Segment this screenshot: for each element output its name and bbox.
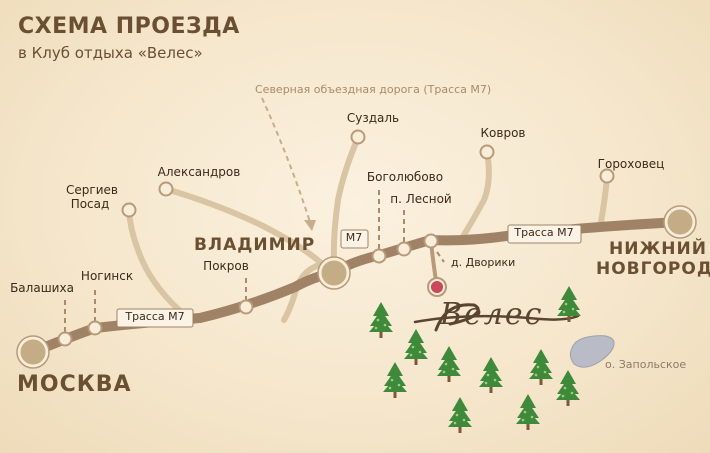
- tree-icon: [516, 394, 540, 430]
- marker-vladimir-ring: [317, 256, 351, 290]
- page-title: СХЕМА ПРОЕЗДА: [18, 14, 240, 39]
- road-kovrov: [459, 149, 492, 241]
- marker-pokrov: [238, 299, 254, 315]
- northern-bypass-arrow: [261, 97, 311, 223]
- town-label-lesnoy: п. Лесной: [390, 192, 452, 206]
- town-label-pokrov: Покров: [203, 259, 249, 273]
- town-label-gorokhovets: Гороховец: [597, 157, 665, 171]
- marker-balashikha: [57, 331, 73, 347]
- marker-suzdal: [350, 129, 366, 145]
- connector-dvoriki: [436, 251, 445, 263]
- lake-zapolskoe: [569, 335, 615, 368]
- tree-icon: [383, 362, 407, 398]
- marker-nizhny-novgorod: [664, 206, 696, 238]
- town-label-dvoriki: д. Дворики: [451, 256, 516, 269]
- marker-moscow-ring: [16, 335, 50, 369]
- tree-icon: [556, 370, 580, 406]
- lake-label: о. Запольское: [605, 358, 687, 371]
- label-connectors: [64, 190, 445, 336]
- marker-moscow: [17, 336, 49, 368]
- road-label-m7-east: Трасса М7: [514, 226, 574, 239]
- road-sergiev-posad: [126, 207, 191, 321]
- veles-logo-text: Велес: [440, 297, 544, 332]
- city-label-vladimir: ВЛАДИМИР: [194, 235, 316, 255]
- marker-aleksandrov: [158, 181, 174, 197]
- destination-marker[interactable]: [431, 281, 443, 293]
- town-label-suzdal: Суздаль: [346, 111, 400, 125]
- city-label-nizhny-2: НОВГОРОД: [596, 259, 710, 279]
- marker-bogolyubovo: [371, 248, 387, 264]
- city-label-nizhny-1: НИЖНИЙ: [609, 239, 707, 259]
- town-label-aleksandrov: Александров: [157, 165, 241, 179]
- page-subtitle: в Клуб отдыха «Велес»: [18, 44, 203, 62]
- bypass-note: Северная объездная дорога (Трасса М7): [255, 83, 492, 96]
- road-gorokhovets: [598, 174, 610, 225]
- tree-icon: [529, 349, 553, 385]
- road-suzdal: [330, 135, 361, 265]
- marker-dvoriki-junction: [423, 233, 439, 249]
- arrow-head-icon: [304, 220, 316, 231]
- marker-gorokhovets: [599, 168, 615, 184]
- town-label-kovrov: Ковров: [480, 126, 526, 140]
- tree-icon: [448, 397, 472, 433]
- city-label-moscow: МОСКВА: [17, 372, 132, 397]
- town-label-sergiev-1: Сергиев: [66, 183, 118, 197]
- veles-logo: [413, 303, 580, 332]
- town-markers: [57, 129, 615, 347]
- tree-icon: [479, 357, 503, 393]
- plate-m7-short: [340, 229, 369, 249]
- marker-nizhny-novgorod-ring: [663, 205, 697, 239]
- plate-m7-east: [507, 224, 582, 244]
- road-label-m7-short: М7: [345, 231, 363, 244]
- road-label-m7-west: Трасса М7: [125, 310, 185, 323]
- marker-noginsk: [87, 320, 103, 336]
- marker-lesnoy: [396, 241, 412, 257]
- tree-icon: [404, 329, 428, 365]
- road-aleksandrov: [163, 186, 323, 265]
- marker-vladimir: [318, 257, 350, 289]
- logo-stroke: [434, 303, 480, 332]
- town-label-balashikha: Балашиха: [10, 281, 74, 295]
- town-label-sergiev-2: Посад: [70, 197, 110, 211]
- plate-m7-west: [116, 308, 194, 328]
- town-label-bogolyubovo: Боголюбово: [366, 170, 444, 184]
- town-label-noginsk: Ногинск: [80, 269, 134, 283]
- tree-icon: [369, 302, 393, 338]
- road-plates: [116, 224, 582, 328]
- marker-kovrov: [479, 144, 495, 160]
- city-markers: [16, 205, 697, 369]
- tree-icon: [437, 346, 461, 382]
- marker-sergiev-posad: [121, 202, 137, 218]
